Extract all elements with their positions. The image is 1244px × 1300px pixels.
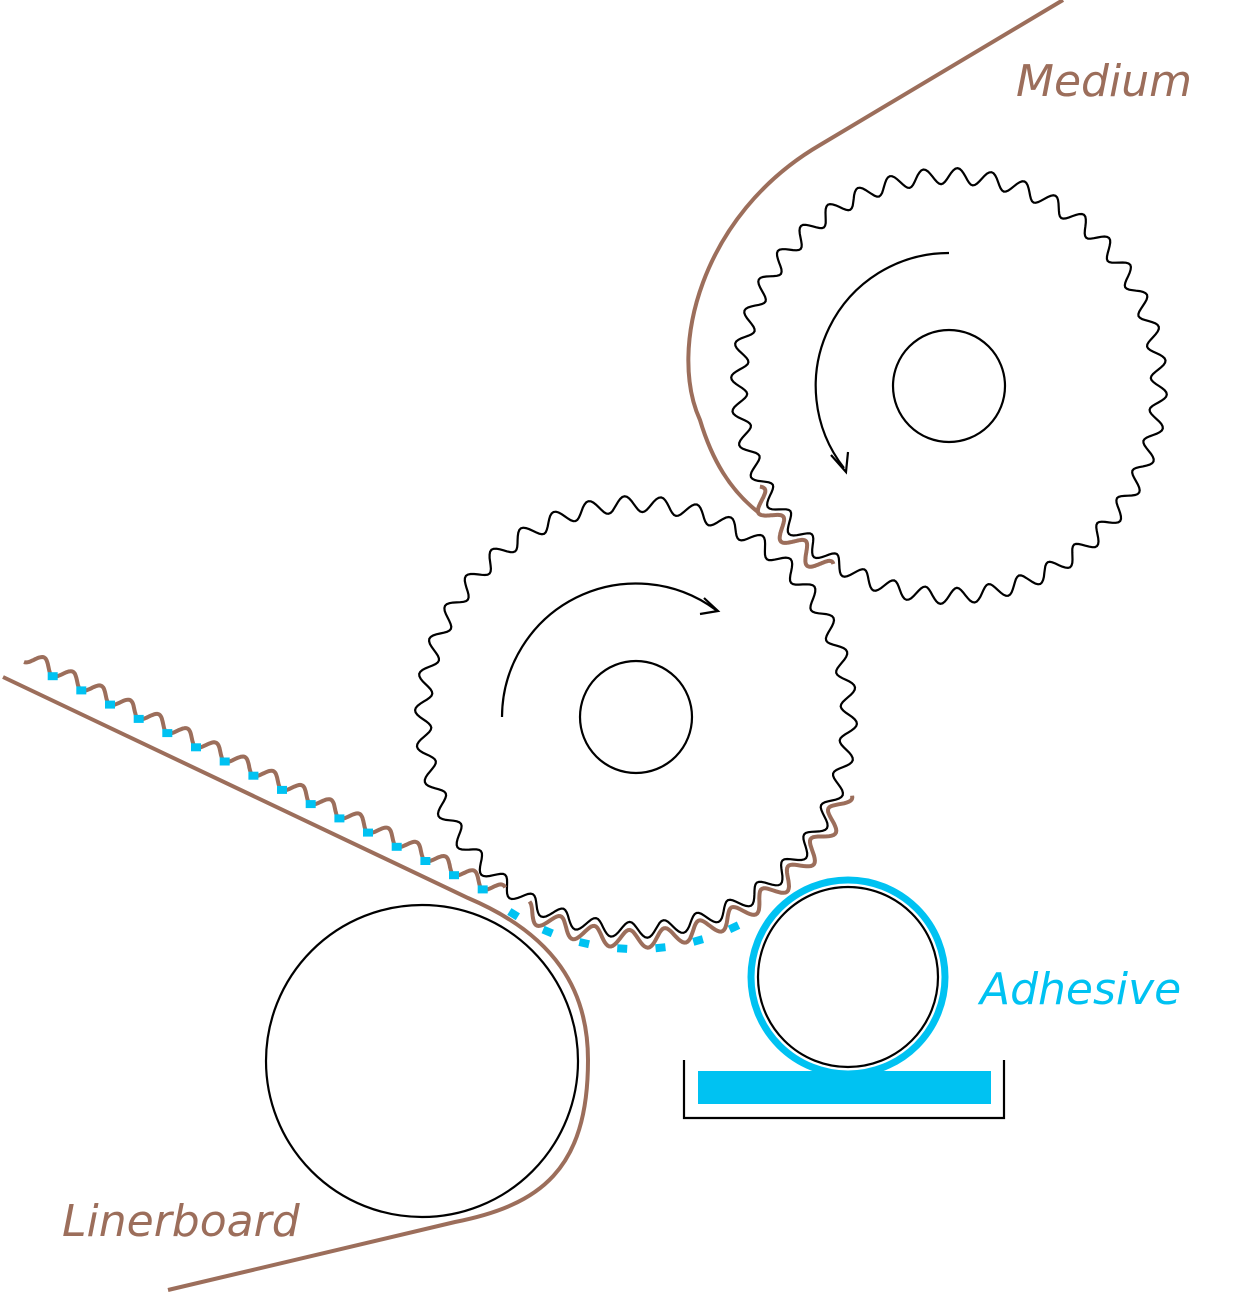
adhesive-dot xyxy=(578,938,590,949)
glue-roll-adhesive-film xyxy=(747,876,949,1078)
adhesive-dot xyxy=(76,686,87,695)
upper-roll-hub xyxy=(891,328,1007,444)
adhesive-dot xyxy=(363,828,373,837)
single-face-flute xyxy=(23,654,507,892)
adhesive-dot xyxy=(692,935,704,946)
adhesive-dot xyxy=(334,814,345,823)
adhesive-dot xyxy=(727,921,741,934)
upper-rotation-arrow xyxy=(814,251,950,469)
linerboard-web xyxy=(2,675,591,1292)
adhesive-dot xyxy=(305,800,316,809)
lower-rotation-arrow xyxy=(500,582,717,718)
lower-roll-hub xyxy=(578,659,694,775)
adhesive-pan xyxy=(682,1060,1006,1120)
adhesive-dot xyxy=(420,857,431,865)
pressure-roll xyxy=(264,903,580,1219)
medium-flute-around-lower-roll xyxy=(527,795,855,950)
adhesive-dot xyxy=(277,785,287,794)
upper-rotation-arrowhead xyxy=(830,451,850,475)
adhesive-dot xyxy=(507,908,520,921)
lower-corrugating-roll xyxy=(413,495,859,939)
glue-roll xyxy=(756,885,940,1069)
adhesive-dot xyxy=(133,714,144,723)
medium-label: Medium xyxy=(1016,56,1192,107)
adhesive-dot xyxy=(47,672,58,681)
adhesive-dot xyxy=(219,757,230,766)
medium-web xyxy=(686,0,1065,514)
adhesive-dot xyxy=(477,885,488,894)
adhesive-label: Adhesive xyxy=(977,964,1181,1015)
adhesive-dot xyxy=(655,943,666,953)
upper-corrugating-roll xyxy=(730,167,1168,605)
adhesive-dots-flute-tips xyxy=(507,908,741,953)
linerboard-label: Linerboard xyxy=(62,1196,301,1247)
lower-rotation-arrowhead xyxy=(699,597,721,616)
medium-flute-between-rolls xyxy=(755,484,836,569)
adhesive-dot xyxy=(248,771,259,780)
adhesive-dot xyxy=(191,743,201,752)
adhesive-bath xyxy=(698,1071,991,1104)
adhesive-dot xyxy=(449,871,459,880)
adhesive-dots-bonded xyxy=(47,672,488,894)
adhesive-dot xyxy=(616,944,628,953)
adhesive-dot xyxy=(391,842,402,851)
adhesive-dot xyxy=(105,700,115,709)
adhesive-dot xyxy=(162,729,173,738)
adhesive-dot xyxy=(541,925,554,938)
